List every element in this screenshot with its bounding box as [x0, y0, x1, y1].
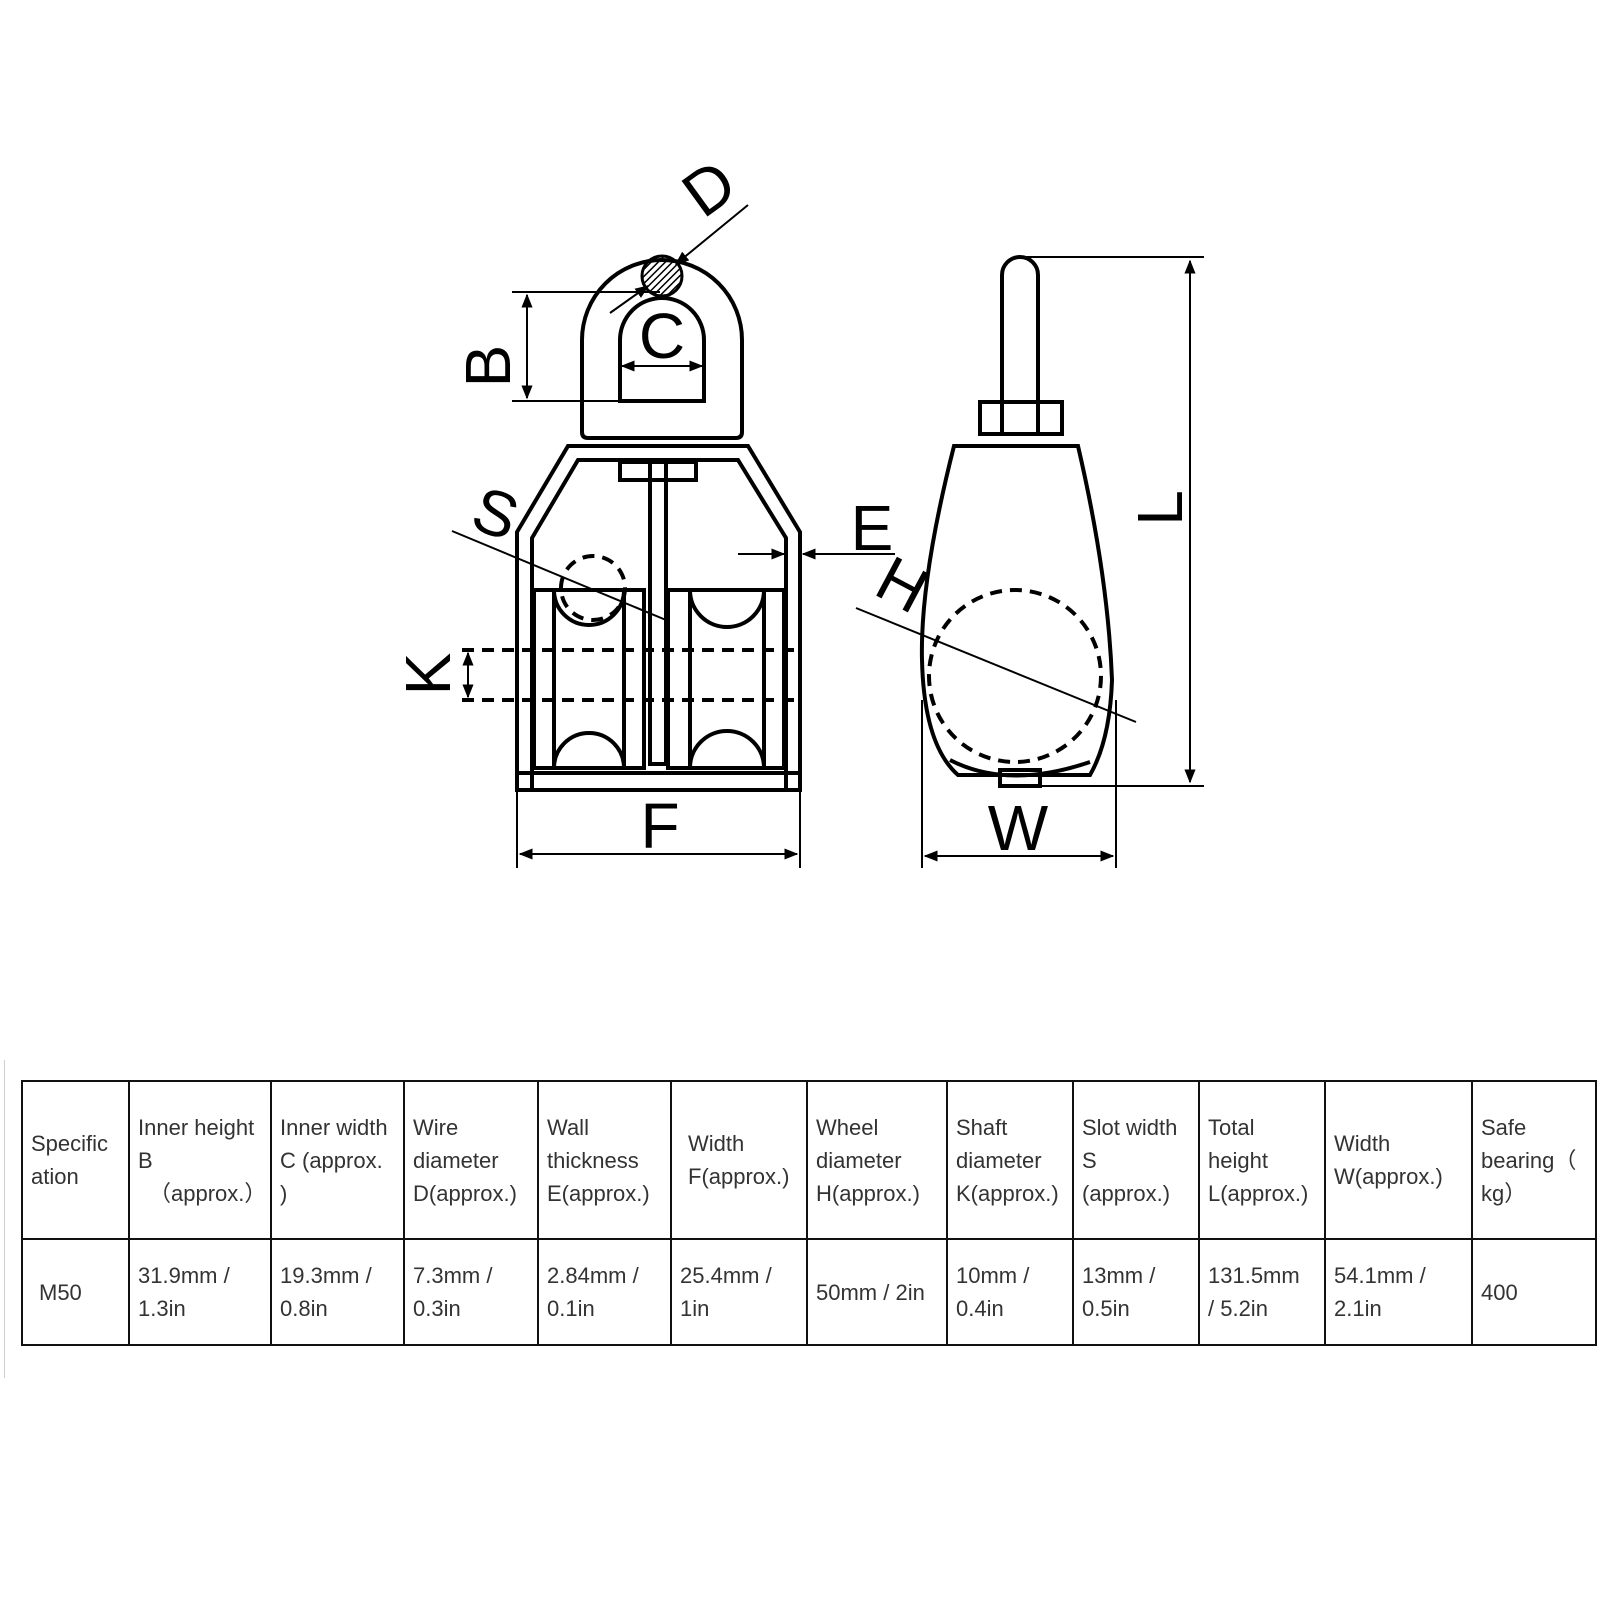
- front-view: [462, 254, 802, 792]
- header-cell: Inner height B （approx.）: [128, 1080, 272, 1240]
- label-l: L: [1124, 490, 1196, 526]
- left-sheave: [532, 554, 646, 770]
- label-e: E: [851, 492, 894, 564]
- label-k: K: [392, 653, 464, 696]
- table-cell: 54.1mm / 2.1in: [1324, 1238, 1473, 1346]
- table-cell: 10mm / 0.4in: [946, 1238, 1074, 1346]
- table-cell: 13mm / 0.5in: [1072, 1238, 1200, 1346]
- side-dimensions: [855, 256, 1204, 868]
- label-c: C: [639, 300, 685, 372]
- table-cell: 25.4mm / 1in: [670, 1238, 808, 1346]
- table-cell: M50: [21, 1238, 130, 1346]
- table-cell: 50mm / 2in: [806, 1238, 948, 1346]
- header-cell: Slot width S (approx.): [1072, 1080, 1200, 1240]
- header-cell: Specific ation: [21, 1080, 130, 1240]
- right-sheave: [666, 588, 786, 770]
- label-f: F: [640, 790, 679, 862]
- header-cell: Wheel diameter H(approx.): [806, 1080, 948, 1240]
- table-cell: 400: [1471, 1238, 1597, 1346]
- header-cell: Width F(approx.): [670, 1080, 808, 1240]
- table-cell: 7.3mm / 0.3in: [403, 1238, 539, 1346]
- spec-table: Specific ation Inner height B （approx.） …: [21, 1080, 1597, 1346]
- side-view: [919, 255, 1115, 788]
- left-edge-rule: [4, 1060, 5, 1378]
- header-cell: Wall thickness E(approx.): [537, 1080, 672, 1240]
- table-cell: 131.5mm / 5.2in: [1198, 1238, 1326, 1346]
- label-w: W: [988, 792, 1049, 864]
- table-cell: 31.9mm / 1.3in: [128, 1238, 272, 1346]
- header-cell: Shaft diameter K(approx.): [946, 1080, 1074, 1240]
- wire-section: [640, 254, 684, 298]
- header-cell: Width W(approx.): [1324, 1080, 1473, 1240]
- header-cell: Total height L(approx.): [1198, 1080, 1326, 1240]
- header-cell: Wire diameter D(approx.): [403, 1080, 539, 1240]
- table-header-row: Specific ation Inner height B （approx.） …: [21, 1080, 1597, 1240]
- table-row: M50 31.9mm / 1.3in 19.3mm / 0.8in 7.3mm …: [21, 1238, 1597, 1346]
- front-dimensions: [451, 204, 895, 868]
- table-cell: 19.3mm / 0.8in: [270, 1238, 405, 1346]
- label-d: D: [669, 145, 749, 230]
- table-cell: 2.84mm / 0.1in: [537, 1238, 672, 1346]
- header-cell: Safe bearing（ kg）: [1471, 1080, 1597, 1240]
- header-cell: Inner width C (approx. ): [270, 1080, 405, 1240]
- label-b: B: [452, 345, 524, 388]
